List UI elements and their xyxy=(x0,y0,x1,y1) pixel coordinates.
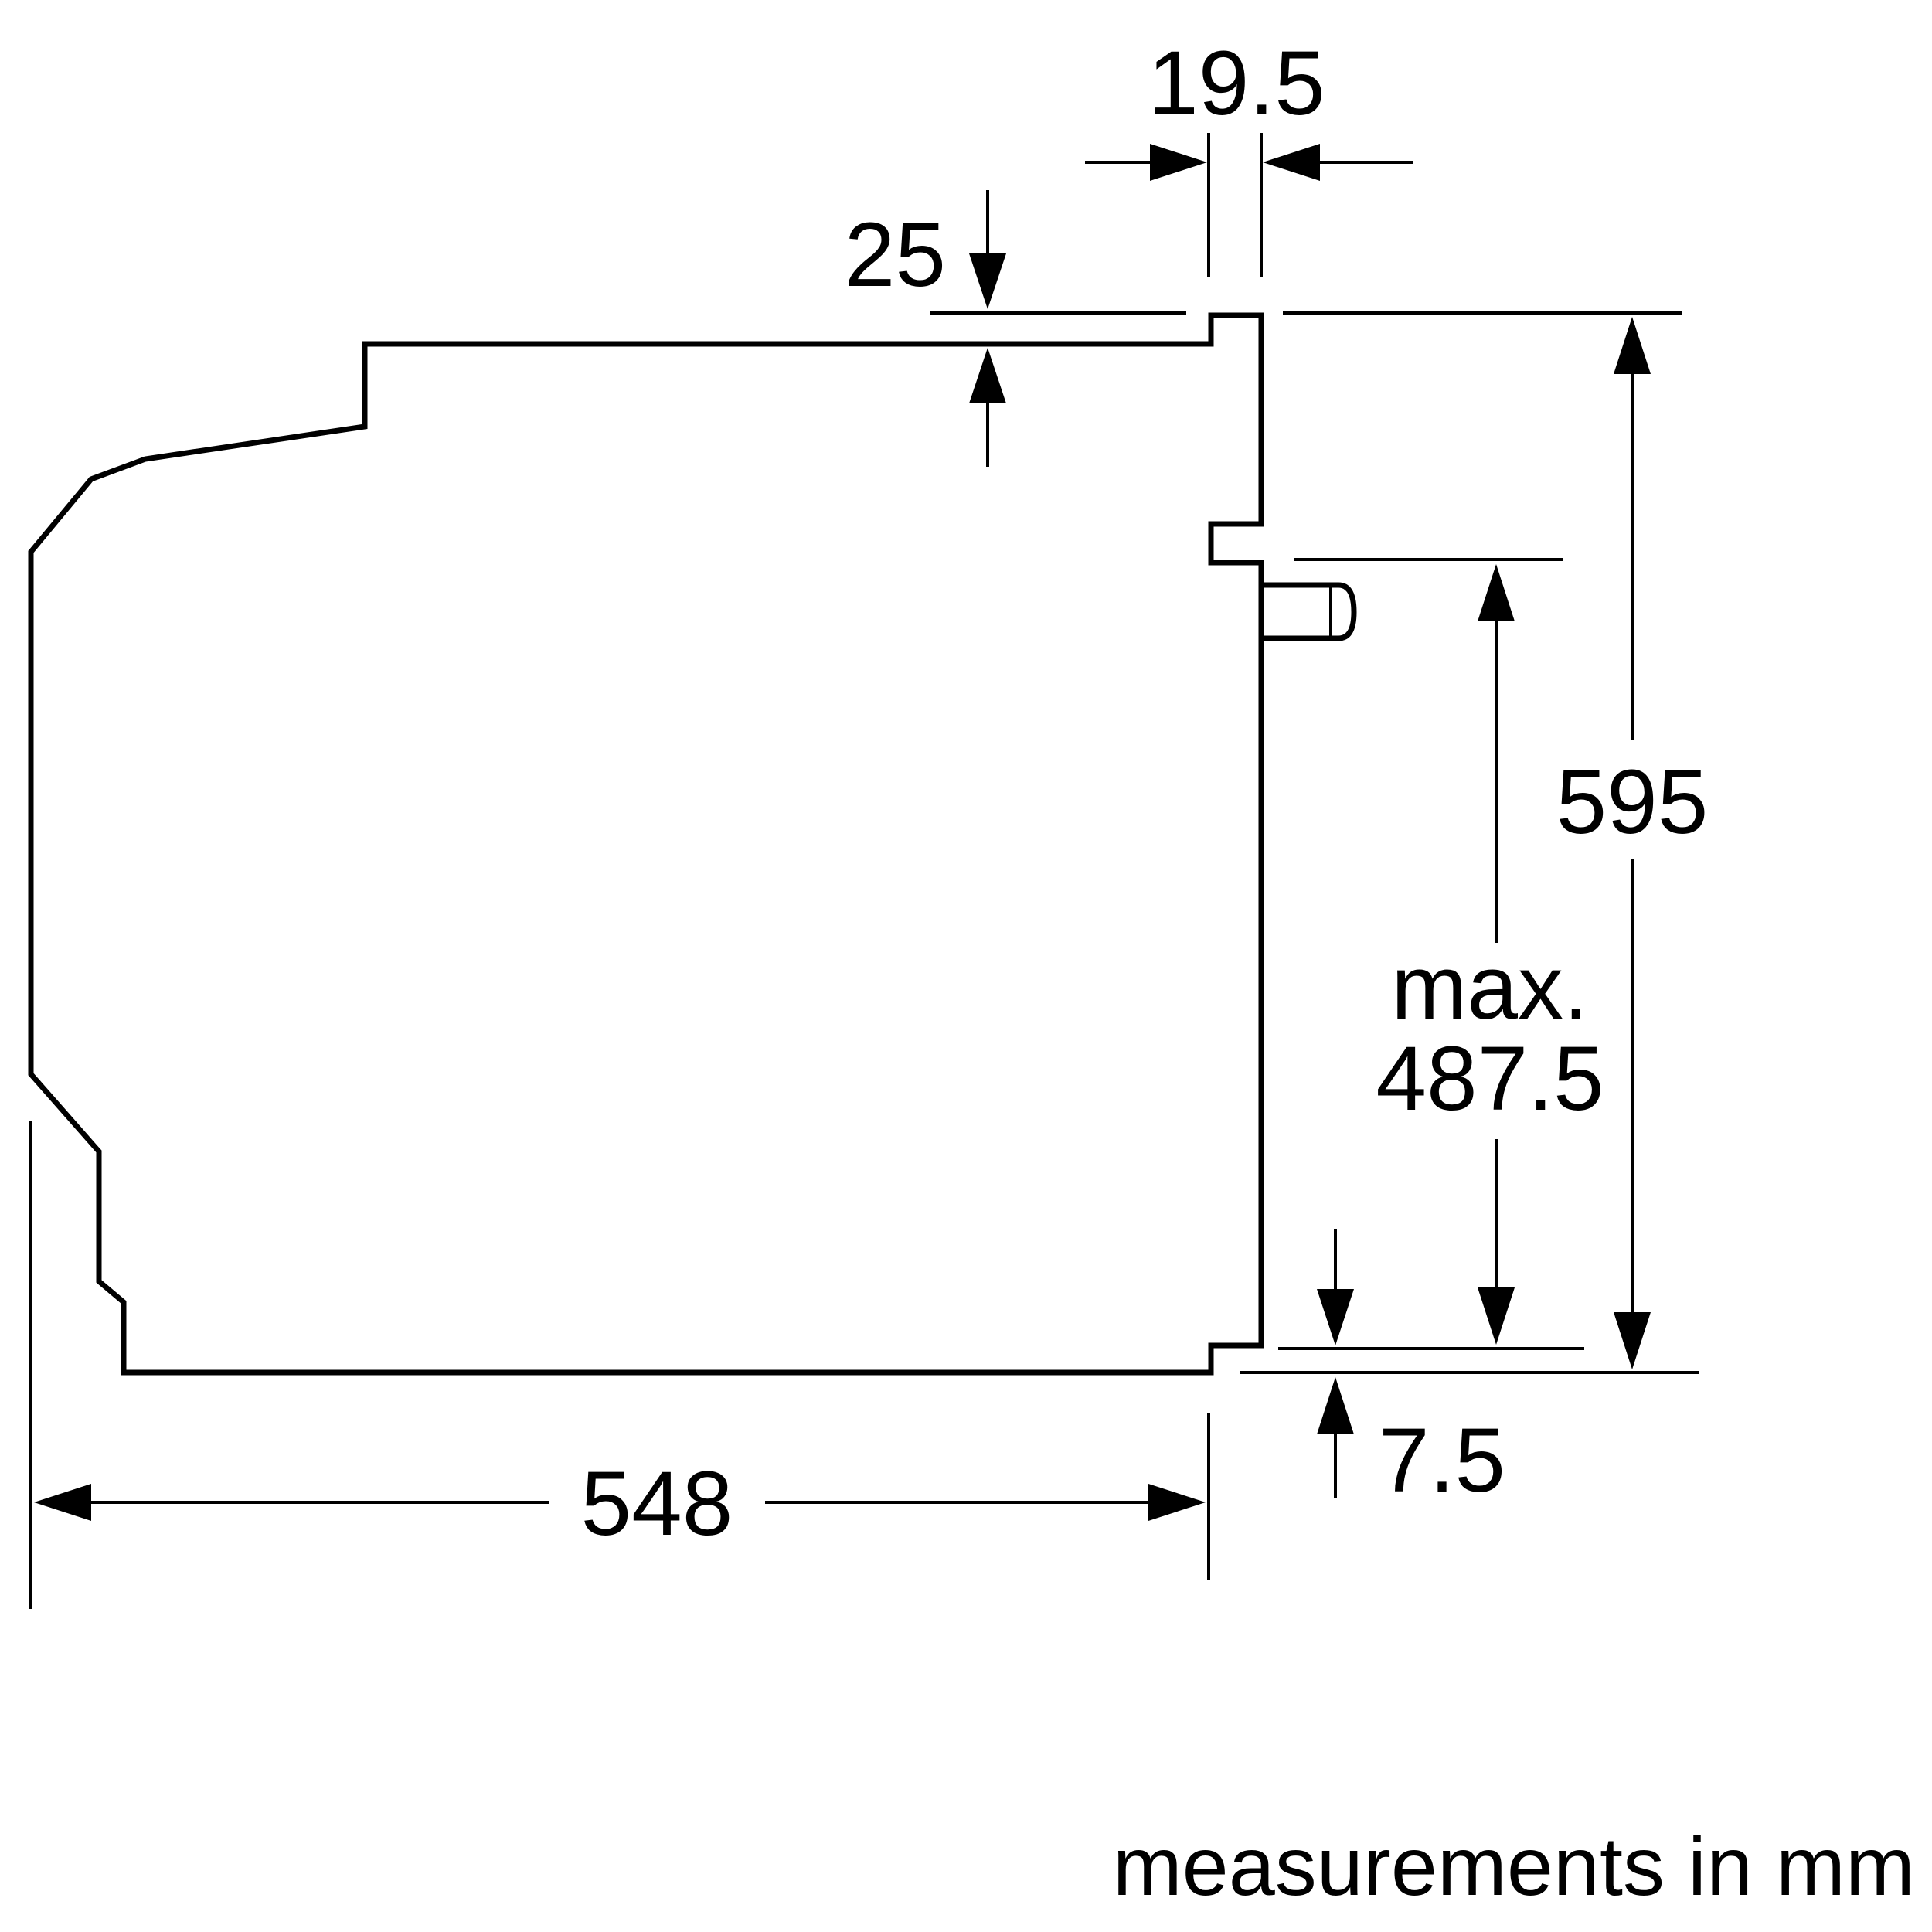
dimension-door-height: max. 487.5 xyxy=(1376,564,1604,1345)
dimension-front-thickness: 19.5 xyxy=(1085,32,1413,181)
dimension-depth: 548 xyxy=(34,1453,1206,1555)
dimension-label-height: 595 xyxy=(1556,751,1709,853)
front-panel-upper xyxy=(1208,312,1264,1376)
oven-body-outline xyxy=(28,341,1214,1376)
dimension-label-depth: 548 xyxy=(581,1453,733,1555)
dimension-label-door-height: 487.5 xyxy=(1376,1028,1604,1130)
dimension-height: 595 xyxy=(1556,317,1709,1369)
dimension-label-front-thickness: 19.5 xyxy=(1148,32,1325,134)
dimension-label-door-height-prefix: max. xyxy=(1391,937,1589,1039)
extension-lines xyxy=(29,133,1699,1609)
dimension-bottom-offset: 7.5 xyxy=(1317,1229,1505,1512)
dimension-label-top-offset: 25 xyxy=(845,204,946,306)
measurement-unit-note: measurements in mm xyxy=(1113,1819,1915,1913)
dimension-label-bottom-offset: 7.5 xyxy=(1379,1410,1505,1512)
door-handle xyxy=(1258,582,1357,641)
dimension-top-offset: 25 xyxy=(845,190,1006,467)
